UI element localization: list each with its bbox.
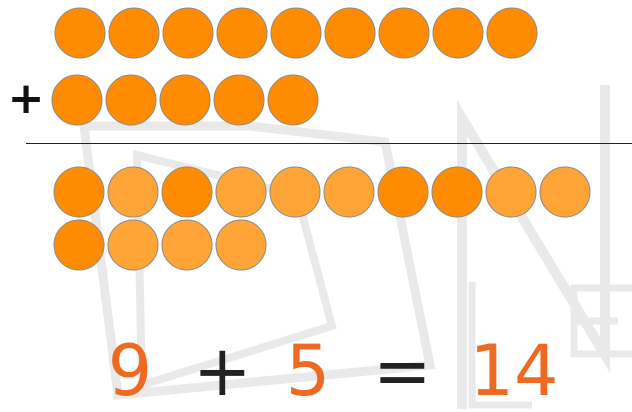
sum-divider-line bbox=[26, 143, 632, 144]
sum-counter bbox=[539, 166, 591, 218]
second-addend-counter bbox=[267, 74, 319, 126]
first-addend-counter bbox=[432, 7, 484, 59]
watermark-letter-l bbox=[468, 282, 532, 409]
first-addend-counter bbox=[270, 7, 322, 59]
second-addend-counter bbox=[51, 74, 103, 126]
first-addend-counter bbox=[162, 7, 214, 59]
sum-counter bbox=[323, 166, 375, 218]
second-addend-counter bbox=[105, 74, 157, 126]
watermark-book-shape bbox=[78, 121, 436, 400]
sum-counter bbox=[377, 166, 429, 218]
equation-first-number: 9 bbox=[107, 330, 153, 412]
equation-result: 14 bbox=[469, 330, 559, 412]
equation-equals-sign: = bbox=[373, 330, 432, 412]
second-addend-counter bbox=[213, 74, 265, 126]
sum-counter bbox=[107, 166, 159, 218]
first-addend-counter bbox=[54, 7, 106, 59]
first-addend-counter bbox=[378, 7, 430, 59]
watermark-letter-n bbox=[457, 85, 610, 409]
sum-counter bbox=[215, 219, 267, 271]
second-addend-counter bbox=[159, 74, 211, 126]
first-addend-counter bbox=[216, 7, 268, 59]
sum-counter bbox=[161, 166, 213, 218]
equation-second-number: 5 bbox=[285, 330, 331, 412]
addition-plus-sign: + bbox=[7, 73, 45, 124]
sum-counter bbox=[215, 166, 267, 218]
first-addend-counter bbox=[108, 7, 160, 59]
sum-counter bbox=[107, 219, 159, 271]
watermark-letter-e bbox=[570, 284, 632, 358]
sum-counter bbox=[53, 219, 105, 271]
equation-plus-sign: + bbox=[193, 330, 252, 412]
first-addend-counter bbox=[324, 7, 376, 59]
sum-counter bbox=[161, 219, 213, 271]
first-addend-counter bbox=[486, 7, 538, 59]
sum-counter bbox=[431, 166, 483, 218]
sum-counter bbox=[485, 166, 537, 218]
sum-counter bbox=[53, 166, 105, 218]
sum-counter bbox=[269, 166, 321, 218]
